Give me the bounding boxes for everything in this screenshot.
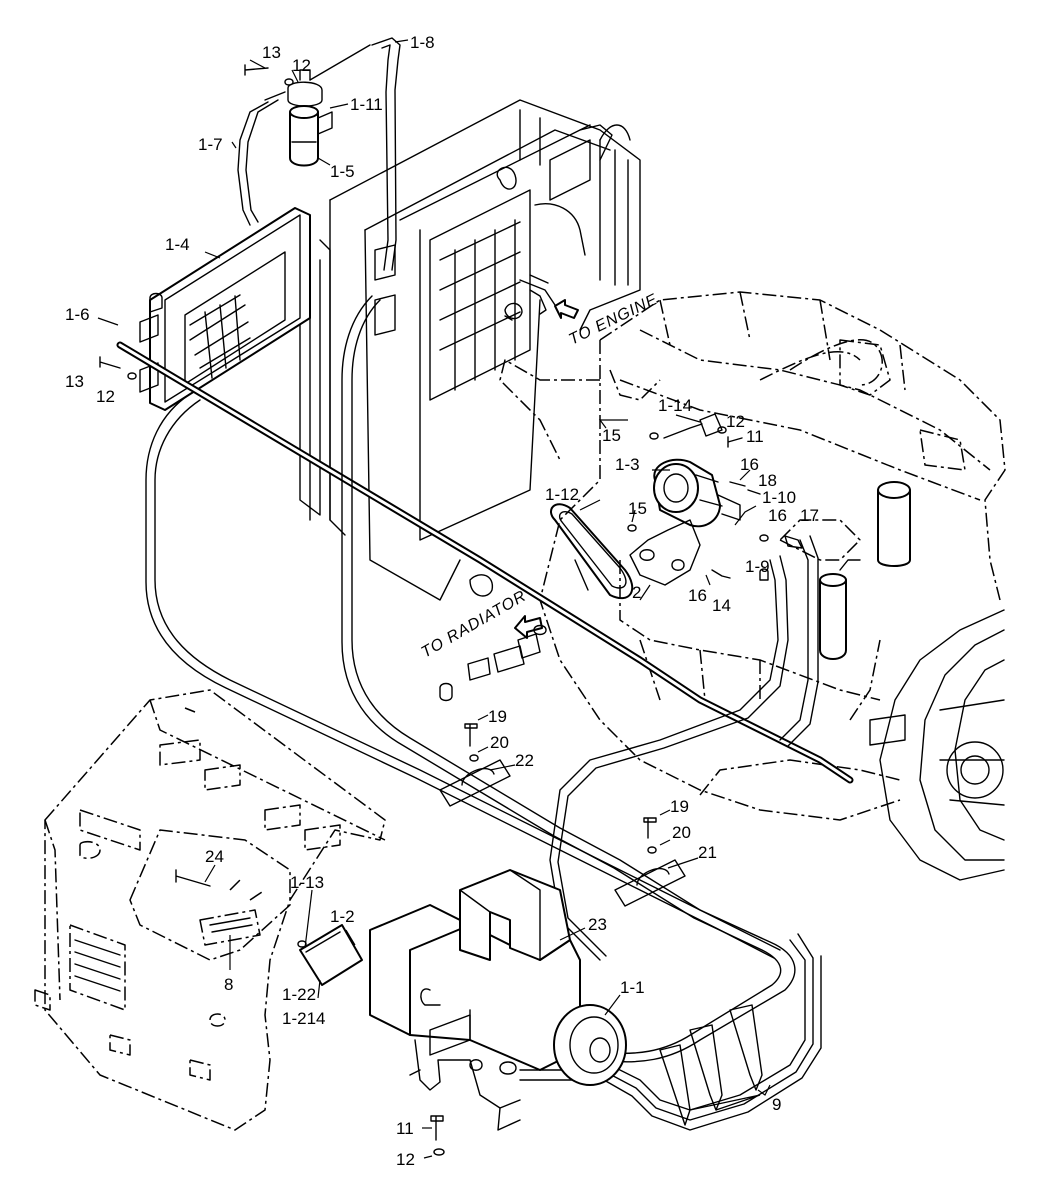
- label-15-a: 15: [602, 426, 621, 445]
- label-1-3: 1-3: [615, 455, 640, 474]
- label-12-bottom: 12: [396, 1150, 415, 1169]
- label-12-left: 12: [96, 387, 115, 406]
- label-1-10: 1-10: [762, 488, 796, 507]
- label-1-1: 1-1: [620, 978, 645, 997]
- label-11-mid: 11: [746, 427, 764, 446]
- engine-block: [499, 291, 1006, 821]
- label-14: 14: [712, 596, 731, 615]
- label-22: 22: [515, 751, 534, 770]
- label-1-13: 1-13: [290, 873, 324, 892]
- intake-pipe: [759, 339, 883, 386]
- label-1-6: 1-6: [65, 305, 90, 324]
- label-1-2: 1-2: [330, 907, 355, 926]
- label-11-bottom: 11: [396, 1119, 414, 1138]
- refrigerant-hoses: [116, 37, 854, 1131]
- label-12-mid: 12: [726, 412, 745, 431]
- tie-bands: [659, 1004, 763, 1126]
- oil-filter: [877, 481, 911, 567]
- to-engine-arrow: [554, 299, 579, 319]
- label-16-c: 16: [688, 586, 707, 605]
- label-9: 9: [772, 1095, 781, 1114]
- label-1-11: 1-11: [350, 95, 383, 114]
- label-1-4: 1-4: [165, 235, 190, 254]
- label-1-22: 1-22: [282, 985, 316, 1004]
- label-1-9: 1-9: [745, 557, 770, 576]
- control-panel: [297, 924, 363, 986]
- label-2: 2: [632, 583, 641, 602]
- accumulator: [819, 559, 861, 660]
- label-19-b: 19: [670, 797, 689, 816]
- label-20-b: 20: [672, 823, 691, 842]
- label-23: 23: [588, 915, 607, 934]
- note-to-engine: TO ENGINE: [566, 291, 660, 349]
- label-1-12: 1-12: [545, 485, 579, 504]
- to-radiator-arrow: [514, 615, 543, 639]
- label-21: 21: [698, 843, 717, 862]
- label-17: 17: [800, 506, 819, 525]
- compressor: [550, 458, 741, 600]
- label-13-top: 13: [262, 43, 281, 62]
- label-19-a: 19: [488, 707, 507, 726]
- label-1-5: 1-5: [330, 162, 355, 181]
- label-20-a: 20: [490, 733, 509, 752]
- fasteners: [99, 64, 803, 1156]
- label-8: 8: [224, 975, 233, 994]
- label-12-top: 12: [292, 56, 311, 75]
- label-1-7: 1-7: [198, 135, 223, 154]
- label-1-8: 1-8: [410, 33, 435, 52]
- label-13-left: 13: [65, 372, 84, 391]
- label-15-b: 15: [628, 499, 647, 518]
- leader-lines: [97, 39, 771, 1159]
- pipe-clamps: [439, 759, 686, 907]
- label-1-214: 1-214: [282, 1009, 325, 1028]
- label-18: 18: [758, 471, 777, 490]
- evaporator-unit: [369, 869, 627, 1131]
- part-labels: 1-8 13 12 1-11 1-7 1-5 1-4 1-6 13 12 1-1…: [65, 33, 819, 1169]
- cab-panel: [34, 689, 386, 1131]
- receiver-drier: [287, 69, 333, 167]
- label-16-a: 16: [740, 455, 759, 474]
- label-16-b: 16: [768, 506, 787, 525]
- label-24: 24: [205, 847, 224, 866]
- label-1-14: 1-14: [658, 396, 692, 415]
- radiator: [299, 99, 641, 601]
- condenser: [139, 207, 311, 411]
- flywheel-housing: [869, 609, 1005, 881]
- note-to-radiator: TO RADIATOR: [419, 587, 530, 661]
